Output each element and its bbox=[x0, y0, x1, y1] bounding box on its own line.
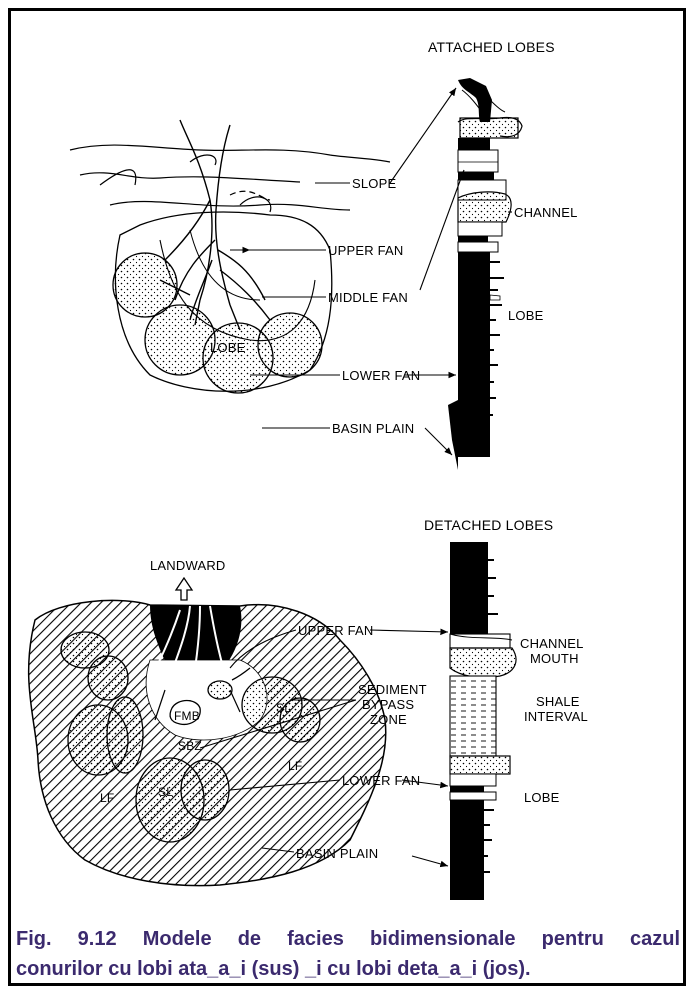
lf-label-left: LF bbox=[100, 791, 114, 805]
attached-lobes-diagram: LOBE ATTACHED LOBES bbox=[70, 39, 578, 470]
sl-label-bottom: SL bbox=[158, 785, 173, 799]
lower-fan-label-2: LOWER FAN bbox=[342, 773, 420, 788]
sl-label-right: SL bbox=[276, 701, 291, 715]
sediment-label-2: BYPASS bbox=[362, 697, 414, 712]
slope-label: SLOPE bbox=[352, 176, 396, 191]
lobe-column-label: LOBE bbox=[508, 308, 544, 323]
caption-line-2: conurilor cu lobi ata_a_i (sus) _i cu lo… bbox=[16, 954, 680, 984]
fmb-label: FMB bbox=[174, 709, 200, 723]
feeder-channels bbox=[160, 120, 270, 330]
channel-mouth-label-1: CHANNEL bbox=[520, 636, 584, 651]
caption-line-1: Fig. 9.12 Modele de facies bidimensional… bbox=[16, 924, 680, 954]
lower-fan-label: LOWER FAN bbox=[342, 368, 420, 383]
detached-lobes-diagram: LANDWARD FMB SBZ bbox=[29, 517, 588, 900]
shale-label-2: INTERVAL bbox=[524, 709, 588, 724]
lf-label-right: LF bbox=[288, 759, 302, 773]
sediment-label-1: SEDIMENT bbox=[358, 682, 427, 697]
slope-contours bbox=[70, 145, 390, 212]
detached-lobes-title: DETACHED LOBES bbox=[424, 517, 553, 533]
sbz-label: SBZ bbox=[178, 739, 202, 753]
landward-label: LANDWARD bbox=[150, 558, 226, 573]
lobes-attached bbox=[113, 253, 322, 393]
figure-caption: Fig. 9.12 Modele de facies bidimensional… bbox=[16, 924, 680, 984]
upper-fan-label: UPPER FAN bbox=[328, 243, 403, 258]
shale-label-1: SHALE bbox=[536, 694, 580, 709]
channel-label: CHANNEL bbox=[514, 205, 578, 220]
attached-lobes-column: ATTACHED LOBES bbox=[428, 39, 555, 470]
sediment-label-3: ZONE bbox=[370, 712, 407, 727]
lobe-map-label: LOBE bbox=[210, 340, 246, 355]
basin-plain-label-2: BASIN PLAIN bbox=[296, 846, 378, 861]
upper-fan-label-2: UPPER FAN bbox=[298, 623, 373, 638]
attached-lobes-title: ATTACHED LOBES bbox=[428, 39, 555, 55]
middle-fan-label: MIDDLE FAN bbox=[328, 290, 408, 305]
landward-arrow bbox=[176, 578, 192, 600]
lobe-column-label-2: LOBE bbox=[524, 790, 560, 805]
channel-mouth-label-2: MOUTH bbox=[530, 651, 579, 666]
basin-plain-label: BASIN PLAIN bbox=[332, 421, 414, 436]
